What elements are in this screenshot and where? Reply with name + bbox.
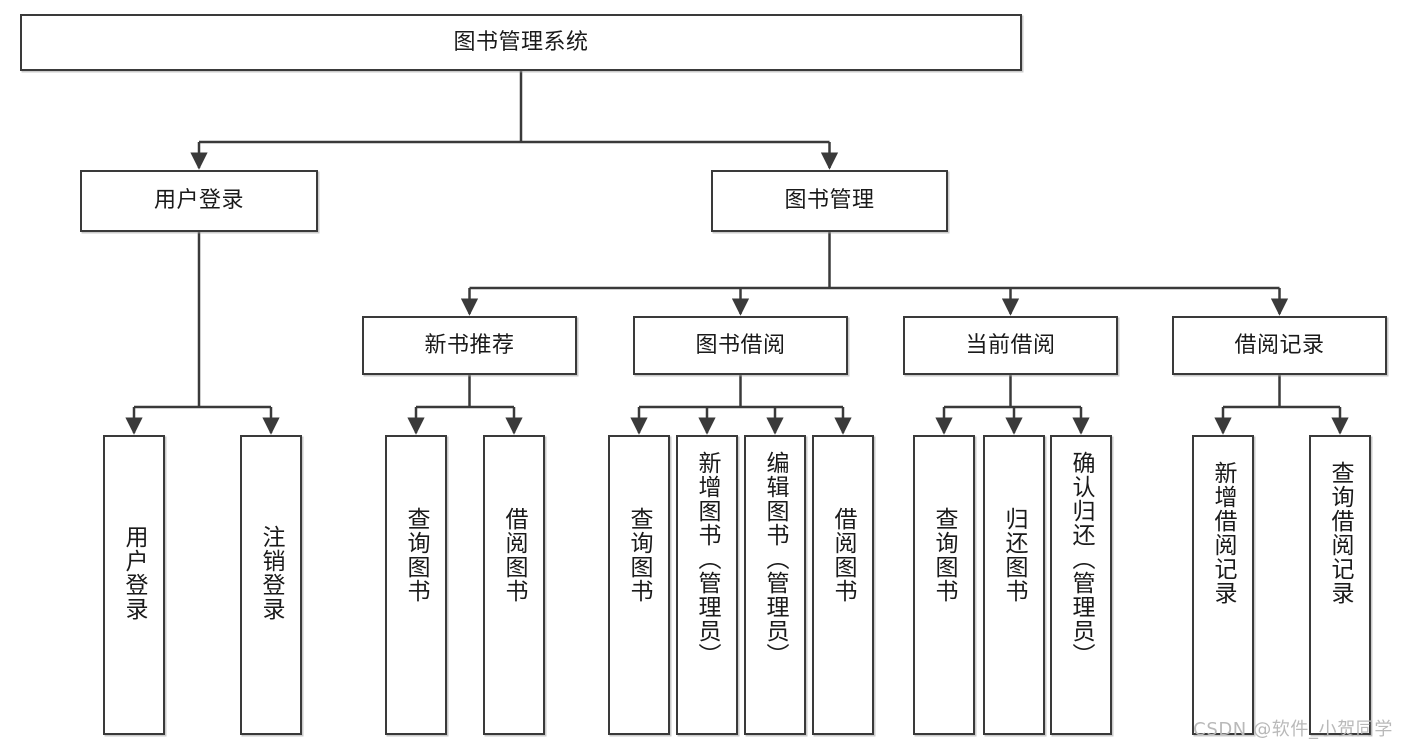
node-root[interactable]: 图书管理系统: [20, 14, 1022, 71]
node-label: 当前借阅: [965, 332, 1056, 358]
node-leaf-return-book[interactable]: 归还图书: [983, 435, 1045, 735]
node-leaf-query-record[interactable]: 查询借阅记录: [1309, 435, 1371, 735]
node-label: 图书管理: [784, 188, 875, 214]
node-leaf-add-book[interactable]: 新增图书（管理员）: [676, 435, 738, 735]
node-label: 新增图书（管理员）: [694, 451, 721, 667]
node-label: 用户登录: [153, 188, 244, 214]
node-leaf-user-login[interactable]: 用户登录: [103, 435, 165, 735]
node-label: 图书借阅: [695, 332, 786, 358]
node-label: 借阅记录: [1234, 332, 1325, 358]
node-current-borrow[interactable]: 当前借阅: [903, 316, 1118, 375]
node-borrow-record[interactable]: 借阅记录: [1172, 316, 1387, 375]
node-label: 注销登录: [258, 525, 285, 621]
node-leaf-borrow-book-2[interactable]: 借阅图书: [812, 435, 874, 735]
node-label: 查询借阅记录: [1327, 461, 1354, 605]
node-label: 借阅图书: [830, 507, 857, 603]
node-leaf-logout[interactable]: 注销登录: [240, 435, 302, 735]
node-leaf-add-record[interactable]: 新增借阅记录: [1192, 435, 1254, 735]
node-leaf-query-book-3[interactable]: 查询图书: [913, 435, 975, 735]
node-leaf-query-book-1[interactable]: 查询图书: [385, 435, 447, 735]
node-label: 查询图书: [626, 507, 653, 603]
node-label: 新书推荐: [424, 332, 515, 358]
node-label: 查询图书: [403, 507, 430, 603]
node-label: 新增借阅记录: [1210, 461, 1237, 605]
node-label: 用户登录: [121, 525, 148, 621]
node-leaf-borrow-book-1[interactable]: 借阅图书: [483, 435, 545, 735]
node-book-borrow[interactable]: 图书借阅: [633, 316, 848, 375]
node-book-manage[interactable]: 图书管理: [711, 170, 948, 232]
node-label: 归还图书: [1001, 507, 1028, 603]
node-label: 确认归还（管理员）: [1068, 451, 1095, 667]
node-label: 图书管理系统: [453, 29, 589, 55]
node-label: 借阅图书: [501, 507, 528, 603]
csdn-watermark: CSDN @软件_小贺同学: [1193, 719, 1393, 740]
node-user-login[interactable]: 用户登录: [80, 170, 318, 232]
node-leaf-query-book-2[interactable]: 查询图书: [608, 435, 670, 735]
node-label: 编辑图书（管理员）: [762, 451, 789, 667]
node-leaf-edit-book[interactable]: 编辑图书（管理员）: [744, 435, 806, 735]
node-leaf-confirm-return[interactable]: 确认归还（管理员）: [1050, 435, 1112, 735]
node-new-book-rec[interactable]: 新书推荐: [362, 316, 577, 375]
node-label: 查询图书: [931, 507, 958, 603]
